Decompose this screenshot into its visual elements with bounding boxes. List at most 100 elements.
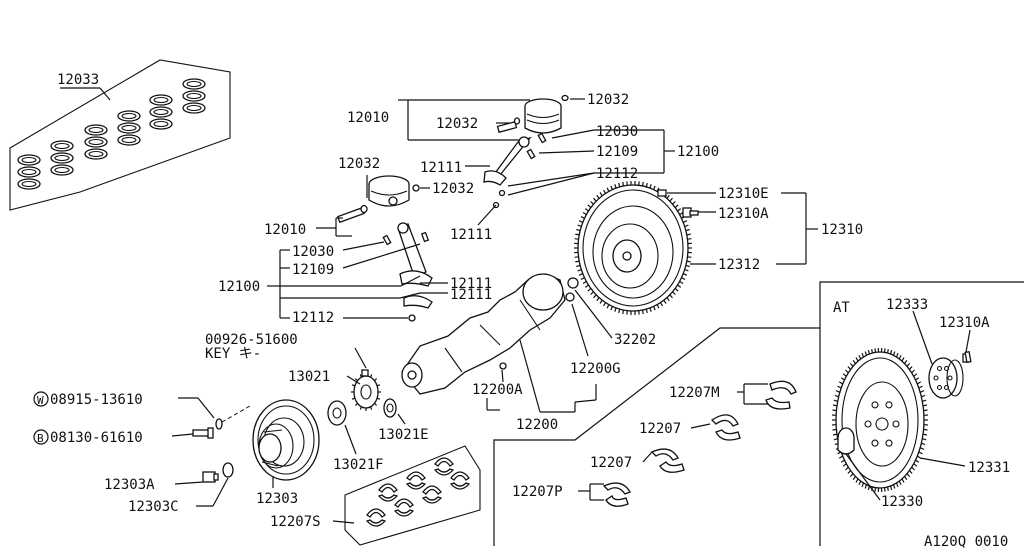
gear-tooth [852,359,856,364]
label-12111-upper-nut: 12111 [450,227,492,243]
gear-tooth [576,264,581,268]
label-12331: 12331 [968,460,1010,476]
label-at: AT [833,300,850,316]
gear-tooth [840,459,845,463]
gear-tooth [681,277,686,281]
gear-tooth [845,466,849,471]
bearing-set [344,445,481,546]
label-08915-13610: 08915-13610 [50,392,143,408]
gear-tooth [898,480,902,485]
gear-tooth [919,390,925,393]
gear-tooth [858,480,862,485]
gear-tooth [923,409,928,412]
gear-tooth [867,485,870,491]
gear-tooth [596,194,600,199]
gear-tooth [832,404,838,407]
gear-tooth [832,409,837,412]
gear-tooth [923,428,928,431]
gear-tooth [685,264,690,268]
label-12100-upper: 12100 [677,144,719,160]
gear-tooth [921,394,926,398]
bearing-shell-icon [394,498,414,508]
label-13021: 13021 [288,369,330,385]
gear-tooth [649,184,652,189]
gear-tooth [895,482,899,488]
label-12330: 12330 [881,494,923,510]
gear-tooth [908,470,913,474]
piston-ring-icon [182,78,206,90]
label-12010-upper: 12010 [347,110,389,126]
gear-tooth [898,355,902,360]
gear-tooth [602,302,607,307]
piston-ring-icon [50,140,74,152]
piston-ring-icon [50,152,74,164]
gear-tooth [867,349,870,355]
gear-tooth [906,473,911,478]
gear-tooth [590,201,594,205]
bearing-shell-icon [406,471,426,481]
gear-tooth [687,238,692,240]
piston-ring-icon [149,106,173,118]
label-12112-lower: 12112 [292,310,334,326]
piston-ring-icon [84,148,108,160]
gear-tooth [370,374,373,378]
gear-tooth [638,310,640,315]
label-12100-lower: 12100 [218,279,260,295]
piston-ring-set [9,59,231,211]
part-labels: 12033 12010 12032 12032 12030 12109 1210… [33,72,1010,550]
gear-tooth [686,260,691,263]
bolt-hole [947,375,953,381]
gear-tooth [374,402,378,406]
gear-tooth [577,224,582,228]
gear-tooth [832,433,838,436]
piston-ring-icon [149,94,173,106]
gear-tooth [904,476,908,481]
gear-tooth [618,308,621,314]
gear-tooth [918,451,923,455]
gear-tooth [622,309,624,315]
gear-tooth [893,351,896,356]
gear-tooth [351,397,356,400]
gear-tooth [847,470,852,474]
gear-tooth [906,362,911,367]
gear-tooth [582,280,587,285]
gear-tooth [890,485,893,491]
label-13021f: 13021F [333,457,384,473]
label-12200a: 12200A [472,382,523,398]
gear-tooth [593,197,597,202]
gear-tooth [653,185,656,190]
bolt-hole [892,420,900,428]
gear-tooth [370,406,373,410]
label-12312: 12312 [718,257,760,273]
piston-assembly-upper [483,94,569,209]
gear-tooth [359,406,362,410]
gear-tooth [376,384,381,387]
label-12333: 12333 [886,297,928,313]
gear-tooth [922,399,927,402]
gear-tooth [871,348,873,354]
gear-tooth [674,288,679,292]
piston-ring-icon [17,178,41,190]
label-12303: 12303 [256,491,298,507]
gear-tooth [679,280,684,285]
gear-tooth [580,277,585,281]
label-12310e: 12310E [718,186,769,202]
bolt-hole [864,420,872,428]
gear-tooth [576,228,581,232]
label-key: KEY キ- [205,346,261,362]
gear-tooth [587,288,592,292]
b-marker-letter: B [37,432,44,445]
gear-tooth [922,404,928,407]
label-12200: 12200 [516,417,558,433]
gear-tooth [642,309,644,315]
gear-tooth [610,185,613,190]
w-marker-icon [33,391,49,407]
gear-tooth [354,378,358,382]
gear-tooth [659,302,664,307]
bolt-hole [871,401,879,409]
gear-tooth [918,385,923,389]
label-12310a-at: 12310A [939,315,990,331]
gear-tooth [919,447,925,450]
gear-tooth [682,273,688,276]
gear-tooth [677,208,682,212]
